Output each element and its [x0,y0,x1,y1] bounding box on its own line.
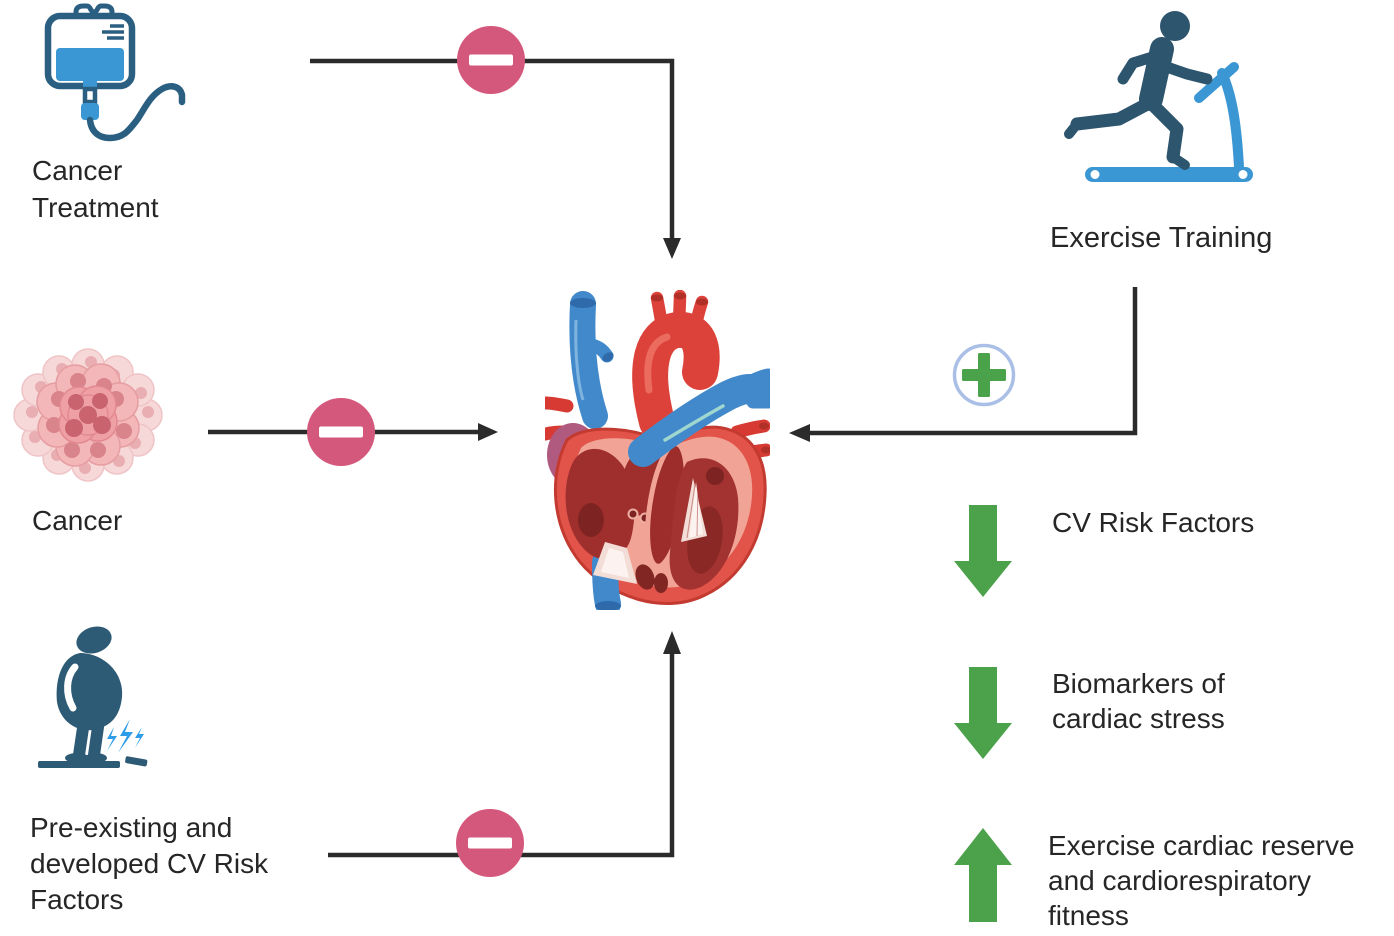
label-exercise-training: Exercise Training [1050,220,1272,257]
label-line: and cardiorespiratory [1048,865,1312,896]
label-line: Pre-existing and [30,812,233,843]
arrow-cancer-treatment-to-heart [310,58,681,259]
plus-sign-icon [952,343,1016,407]
runner-treadmill-icon [1064,11,1253,182]
label-line: Treatment [32,192,159,223]
decrease-arrow-icon [954,505,1012,597]
label-line: Exercise Training [1050,222,1273,254]
label-outcome-biomarkers: Biomarkers of cardiac stress [1052,666,1225,736]
label-line: Biomarkers of [1052,668,1225,699]
anatomical-heart-icon [545,290,770,610]
cancer-cells-icon [13,348,163,482]
minus-sign-icon [307,398,375,466]
label-line: Cancer [32,155,123,186]
arrow-exercise-to-heart [789,287,1138,442]
label-line: fitness [1048,900,1129,931]
minus-sign-icon [457,26,525,94]
label-pre-existing-cv-risk: Pre-existing and developed CV Risk Facto… [30,810,268,918]
label-outcome-cv-risk-factors: CV Risk Factors [1052,505,1254,540]
iv-bag-icon [44,3,186,142]
label-line: Factors [30,884,124,915]
label-cancer-treatment: Cancer Treatment [32,152,159,226]
label-line: CV Risk Factors [1052,507,1255,538]
label-line: developed CV Risk [30,848,269,879]
decrease-arrow-icon [954,667,1012,759]
label-line: Cancer [32,505,123,536]
increase-arrow-icon [954,828,1012,922]
label-outcome-exercise-reserve: Exercise cardiac reserve and cardiorespi… [1048,828,1355,933]
minus-sign-icon [456,809,524,877]
arrow-cv-risk-to-heart [328,631,681,858]
label-line: Exercise cardiac reserve [1048,830,1355,861]
person-on-scale-icon [38,626,148,768]
label-cancer: Cancer [32,502,122,539]
label-line: cardiac stress [1052,703,1225,734]
